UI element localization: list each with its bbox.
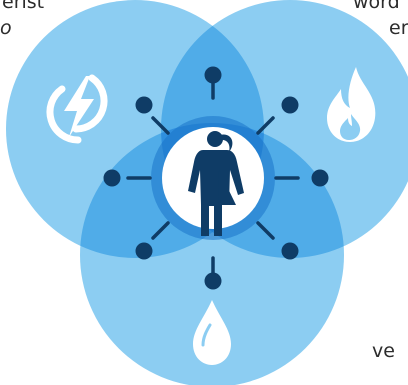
spokes — [126, 74, 300, 282]
spoke-bottom-left — [151, 221, 170, 240]
text-fragment-top-left-line2: o — [0, 17, 12, 39]
node-top-right — [281, 96, 299, 114]
text-fragment-top-right-line2: er — [389, 17, 408, 39]
water-drop-icon — [193, 300, 231, 365]
lightning-bolt-icon — [46, 74, 108, 144]
text-fragment-top-right-line1: word — [353, 0, 400, 13]
text-fragment-bottom-right: ve — [372, 340, 395, 362]
node-bottom-right — [281, 242, 299, 260]
node-left — [103, 169, 121, 187]
spoke-top-right — [256, 116, 275, 135]
node-top-left — [135, 96, 153, 114]
node-right — [311, 169, 329, 187]
spoke-top-left — [151, 116, 170, 135]
text-fragment-top-left-line1: erist — [2, 0, 45, 13]
node-top — [204, 66, 222, 84]
node-bottom — [204, 272, 222, 290]
person-icon — [188, 131, 244, 236]
spoke-bottom-right — [256, 221, 275, 240]
node-bottom-left — [135, 242, 153, 260]
nodes — [103, 66, 329, 290]
flame-icon — [327, 67, 376, 142]
